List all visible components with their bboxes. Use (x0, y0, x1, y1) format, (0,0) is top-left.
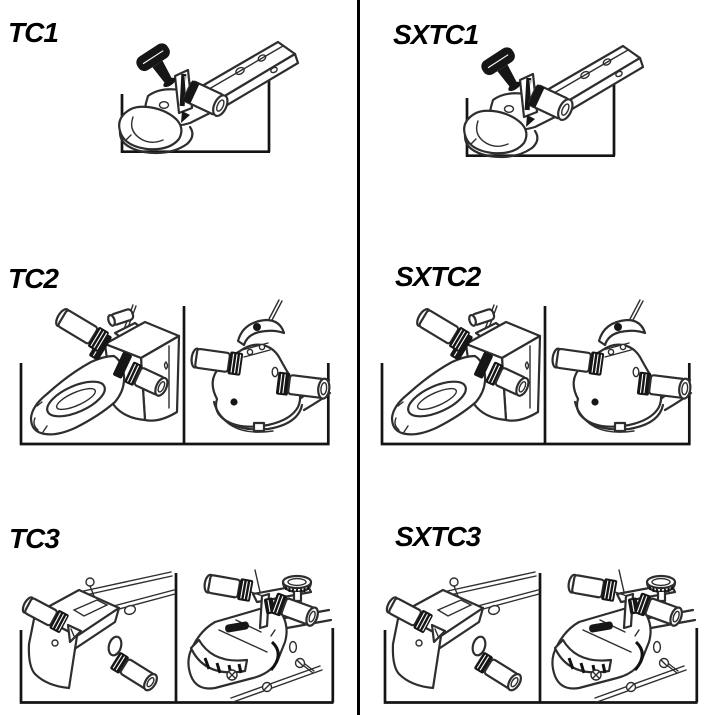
center-divider-line (357, 0, 360, 715)
model-label-sxtc3: SXTC3 (395, 521, 481, 552)
model-label-tc3: TC3 (9, 523, 60, 554)
coupler-illustration-sxtc1 (462, 43, 645, 159)
coupler-illustration-sxtc2 (379, 298, 693, 446)
coupler-illustration-tc3 (18, 568, 335, 704)
model-label-sxtc2: SXTC2 (395, 261, 481, 292)
coupler-illustration-tc1 (117, 39, 300, 155)
model-label-tc2: TC2 (8, 263, 59, 294)
model-label-tc1: TC1 (8, 17, 59, 48)
coupler-illustration-sxtc3 (382, 568, 699, 704)
coupler-illustration-tc2 (18, 298, 332, 446)
model-label-sxtc1: SXTC1 (393, 19, 479, 50)
